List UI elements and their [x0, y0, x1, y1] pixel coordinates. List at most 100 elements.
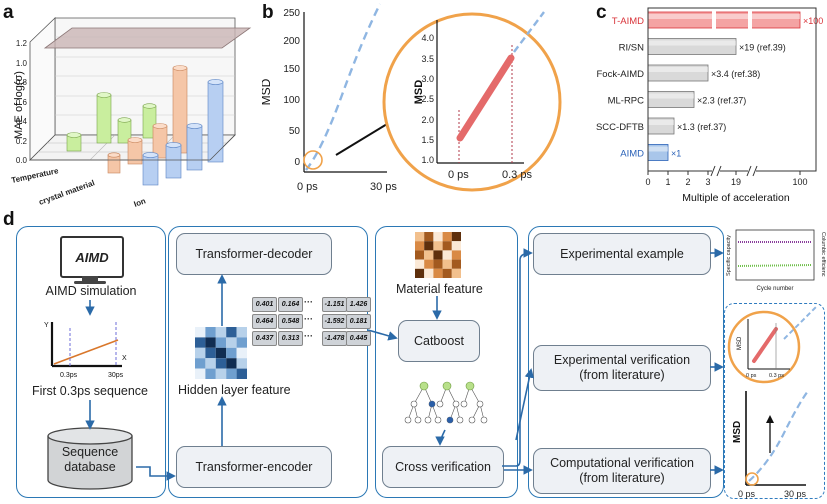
- heatmap-cell: [451, 232, 461, 242]
- heatmap-cell: [236, 337, 247, 348]
- category-label: ML-RPC: [608, 96, 645, 107]
- monitor-icon: AIMD: [60, 236, 124, 278]
- ytick: 0.8: [16, 78, 28, 87]
- heatmap-cell: [424, 241, 434, 251]
- category-label: RI/SN: [619, 43, 644, 54]
- axis-label-ion: Ion: [133, 196, 147, 209]
- panel-c-frame: [647, 7, 817, 172]
- heatmap-cell: [195, 368, 206, 379]
- hidden-layer-label: Hidden layer feature: [178, 383, 291, 397]
- inset-yticks: 1.0 1.5 2.0 2.5 3.0 3.5 4.0: [421, 33, 434, 165]
- transformer-decoder-box[interactable]: Transformer-decoder: [176, 233, 332, 275]
- heatmap-cell: [215, 327, 227, 338]
- monitor-base: [74, 281, 106, 284]
- ytick: 150: [283, 64, 300, 75]
- heatmap-cell: [433, 268, 443, 278]
- ytick: 1.5: [421, 135, 434, 145]
- heatmap-cell: [205, 368, 216, 379]
- heatmap-cell: [195, 358, 206, 369]
- matrix-cell: 0.164: [278, 297, 303, 312]
- heatmap-cell: [415, 241, 425, 251]
- axis-breaks: [710, 165, 758, 177]
- material-feature-heatmap: [415, 232, 461, 278]
- db-label-line: database: [64, 460, 116, 474]
- hidden-feature-heatmap: [195, 327, 247, 379]
- transformer-encoder-box[interactable]: Transformer-encoder: [176, 446, 332, 488]
- ytick: 0.6: [16, 98, 28, 107]
- inset-xtick: 0.3 ps: [502, 169, 532, 181]
- ytick: 0.2: [16, 137, 28, 146]
- zoom-marker: [303, 150, 323, 170]
- spec-ylabel: Specific capacity: [726, 235, 732, 276]
- panel-b-yticks: 0 50 100 150 200 250: [283, 8, 300, 168]
- matrix-cell: 0.464: [252, 314, 277, 329]
- panel-a-bars: [66, 65, 224, 186]
- first-seq-label: First 0.3ps sequence: [31, 384, 149, 398]
- inset-xtick: 0 ps: [448, 169, 469, 181]
- bar-break-gap: [712, 11, 716, 29]
- heatmap-cell: [205, 358, 216, 369]
- tree-diagram: [404, 381, 488, 424]
- matrix-ellipsis: ···: [304, 331, 313, 341]
- graph-axis-x: X: [122, 355, 127, 362]
- ytick: 100: [283, 95, 300, 106]
- spec-xlabel: Cycle number: [756, 286, 793, 292]
- heatmap-cell: [424, 232, 434, 242]
- catboost-box[interactable]: Catboost: [398, 320, 480, 362]
- database-icon: [47, 427, 133, 490]
- heatmap-cell: [424, 250, 434, 260]
- category-label: Fock-AIMD: [597, 69, 645, 80]
- bar-highlight: [648, 93, 694, 99]
- experimental-example-box[interactable]: Experimental example: [533, 233, 711, 275]
- heatmap-cell: [195, 337, 206, 348]
- graph-axis-y: Y: [44, 322, 49, 329]
- bar-value-label: ×19 (ref.39): [739, 43, 786, 53]
- heatmap-cell: [451, 268, 461, 278]
- panel-a-chart: 0.0 0.2 0.4 0.6 0.8 1.0 1.2 MAE of log(σ…: [11, 17, 252, 209]
- panel-letter-a: a: [3, 2, 14, 23]
- category-label: T-AIMD: [612, 16, 644, 27]
- verification-plots-frame: [724, 303, 825, 499]
- ytick: 3.0: [421, 74, 434, 84]
- verification-plots: MSD 0 ps 0.3 ps MSD 0 ps 30 ps: [727, 306, 817, 499]
- experimental-verification-box[interactable]: Experimental verification (from literatu…: [533, 345, 711, 391]
- matrix-ellipsis: ···: [304, 297, 313, 307]
- panel-letter-d: d: [3, 209, 15, 230]
- heatmap-cell: [215, 358, 227, 369]
- heatmap-cell: [424, 268, 434, 278]
- bar-value-label: ×3.4 (ref.38): [711, 69, 760, 79]
- ytick: 0: [294, 157, 300, 168]
- heatmap-cell: [226, 327, 237, 338]
- sequence-graph: Y X 0.3ps 30ps: [44, 322, 127, 379]
- cross-verification-box[interactable]: Cross verification: [382, 446, 504, 488]
- xtick: 19: [731, 177, 741, 187]
- box-line: (from literature): [579, 471, 665, 485]
- panel-letter-b: b: [262, 2, 274, 23]
- box-line: (from literature): [579, 368, 665, 382]
- ytick: 0.4: [16, 117, 28, 126]
- panel-c-bar-labels: ×100×19 (ref.39)×3.4 (ref.38)×2.3 (ref.3…: [671, 16, 823, 159]
- bar-highlight: [648, 146, 668, 152]
- panel-b-chart: 0 50 100 150 200 250 MSD 0 ps 30 ps 1.0 …: [262, 3, 562, 193]
- bar-break-gap: [748, 11, 752, 29]
- box-line: Computational verification: [550, 456, 694, 470]
- xtick: 0 ps: [297, 181, 318, 193]
- bar-highlight: [648, 40, 736, 46]
- heatmap-cell: [451, 259, 461, 269]
- computational-verification-box[interactable]: Computational verification (from literat…: [533, 448, 711, 494]
- ytick: 2.0: [421, 115, 434, 125]
- panel-c-xlabel: Multiple of acceleration: [682, 192, 790, 204]
- bar-highlight: [648, 67, 708, 72]
- ytick: 250: [283, 8, 300, 19]
- xtick: 100: [792, 177, 807, 187]
- heatmap-cell: [433, 250, 443, 260]
- graph-tick: 30ps: [108, 372, 124, 379]
- heatmap-cell: [236, 327, 247, 338]
- heatmap-cell: [226, 358, 237, 369]
- heatmap-cell: [442, 268, 452, 278]
- ytick: 2.5: [421, 94, 434, 104]
- bar-value-label: ×100: [803, 16, 823, 26]
- matrix-cell: 0.401: [252, 297, 277, 312]
